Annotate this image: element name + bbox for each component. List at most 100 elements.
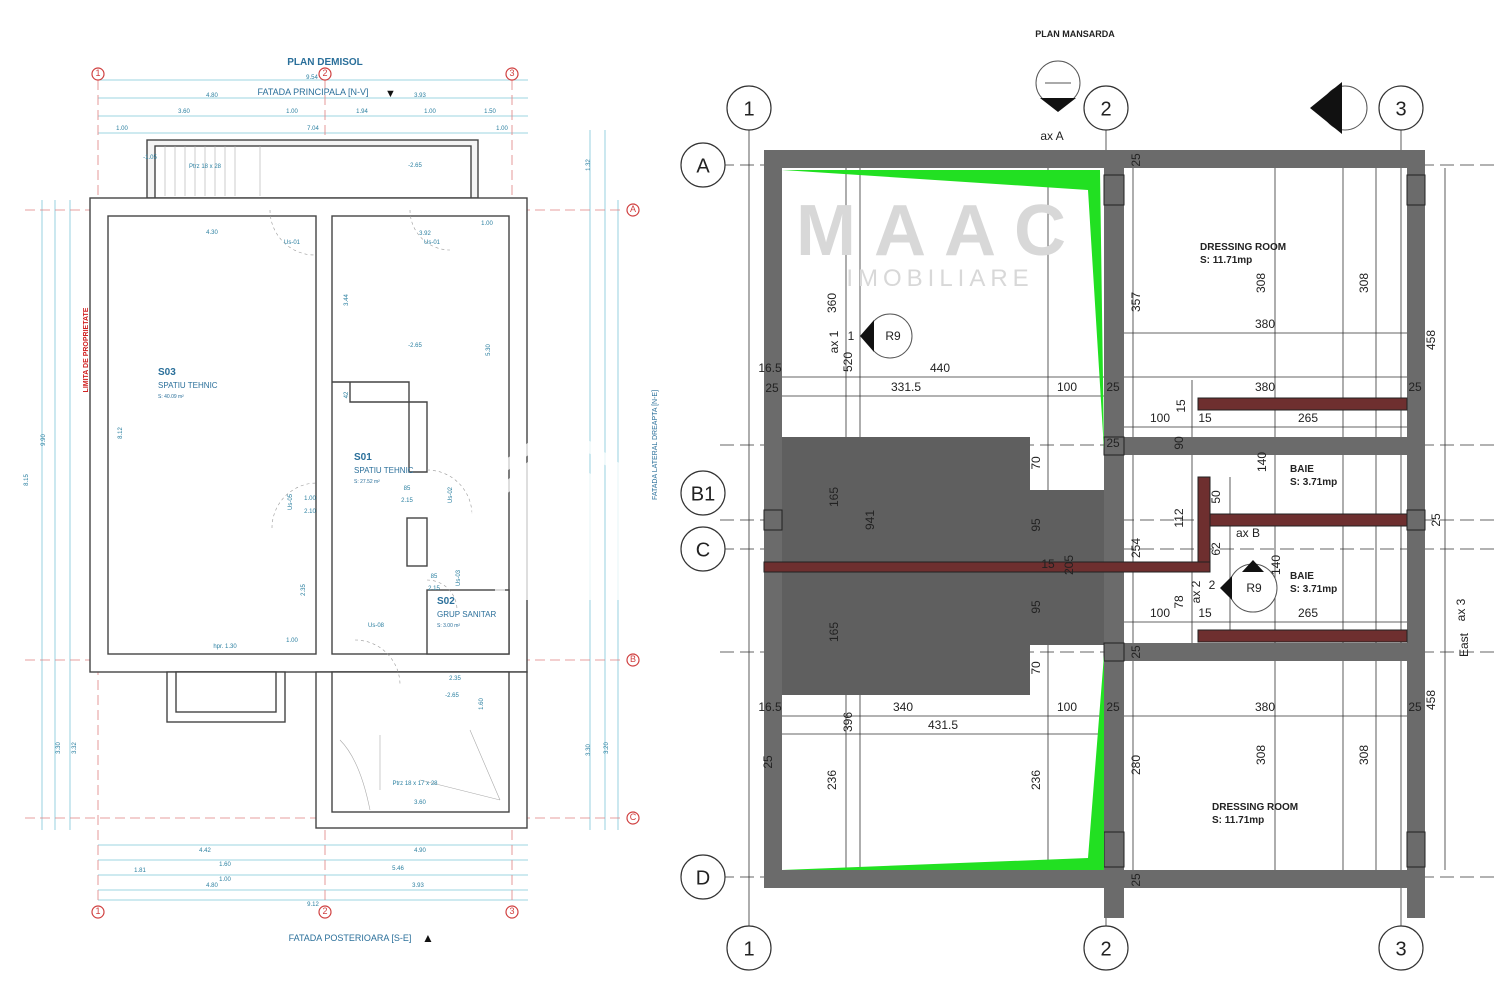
room-area: S: 11.71mp (1200, 255, 1252, 266)
dimension-label: 100 (1057, 700, 1077, 714)
axis-marker: 1 (726, 85, 772, 131)
facade-front-arrow: ▼ (385, 88, 396, 100)
dimension-label: 112 (1172, 508, 1186, 527)
dimension-label: 4.42 (199, 848, 211, 854)
dimension-label: 100 (1057, 380, 1077, 394)
dimension-label: 25 (1408, 380, 1422, 394)
axis-label: 2 (322, 68, 327, 78)
dimension-label: 85 (431, 574, 438, 580)
dimension-label: 4.80 (206, 883, 218, 889)
room-name: GRUP SANITAR (437, 610, 496, 619)
room-area: S: 3.00 m² (437, 623, 460, 629)
dimension-label: 8.15 (24, 474, 30, 486)
partition-walls (763, 397, 1408, 643)
dimension-label: 165 (827, 622, 841, 642)
dimension-label: 15 (1041, 557, 1055, 571)
dimension-label: 4.80 (206, 93, 218, 99)
dimension-label: 25 (761, 755, 775, 769)
axis-label: D (696, 868, 710, 890)
dimension-label: 205 (1062, 555, 1076, 575)
dimension-label: -2.65 (408, 343, 422, 349)
dimension-label: 2.35 (449, 676, 461, 682)
dimension-label: 458 (1424, 690, 1438, 710)
dimension-label: 380 (1255, 317, 1275, 331)
axis-marker: 1 (726, 925, 772, 971)
dimension-label: East (1457, 632, 1471, 657)
dimension-label: 308 (1357, 273, 1371, 293)
room-code: S01 (354, 452, 372, 463)
dimension-label: 1.94 (356, 109, 368, 115)
axis-marker: C (626, 811, 640, 825)
dimension-label: 380 (1255, 380, 1275, 394)
facade-front-label: FATADA PRINCIPALA [N-V] (257, 87, 368, 97)
dimension-label: 3.32 (72, 742, 78, 754)
dimension-label: 25 (1429, 513, 1443, 527)
room-name: DRESSING ROOM (1212, 802, 1298, 813)
dimension-label: 16.5 (758, 361, 782, 375)
axis-marker: A (626, 203, 640, 217)
dimension-label: 308 (1357, 745, 1371, 765)
dimension-label: 100 (1150, 411, 1170, 425)
dimension-label: 1.60 (219, 862, 231, 868)
property-limit-label: LIMITA DE PROPRIETATE (83, 307, 90, 392)
axis-label: 2 (1100, 939, 1111, 961)
dimension-label: 90 (1172, 436, 1186, 450)
axis-label: 1 (95, 906, 100, 916)
dimension-label: 16.5 (758, 700, 782, 714)
axis-label: 1 (743, 99, 754, 121)
dimension-label: 265 (1298, 606, 1318, 620)
room-baie-2: BAIE S: 3.71mp (1290, 571, 1337, 595)
dimension-label: 5.46 (392, 866, 404, 872)
dimension-label: 85 (404, 486, 411, 492)
dimension-label: 236 (1029, 770, 1043, 790)
dimension-label: 1.50 (484, 109, 496, 115)
plan-mansarda: PLAN MANSARDA (680, 29, 1499, 971)
section-marker-r9-mid (1220, 560, 1278, 613)
axis-label: 3 (1395, 99, 1406, 121)
dimension-label: Us-01 (284, 240, 301, 246)
axis-marker: D (680, 854, 726, 900)
axis-marker: B1 (680, 470, 726, 516)
dimension-label: 25 (1129, 873, 1143, 887)
dimension-label: 1.81 (134, 868, 146, 874)
room-area: S: 3.71mp (1290, 584, 1337, 595)
dimension-label: ax 2 (1189, 580, 1203, 603)
facade-side-label: FATADA LATERAL DREAPTA [N-E] (652, 390, 659, 500)
watermark-brand: MAAC (796, 191, 1084, 271)
room-s02: S02 GRUP SANITAR S: 3.00 m² (437, 596, 496, 629)
axis-label: C (696, 540, 710, 562)
left-plan-title: PLAN DEMISOL (287, 57, 363, 68)
axis-label: C (630, 812, 637, 822)
dimension-label: Us-03 (456, 569, 462, 586)
dimension-label: hpr. 1.30 (213, 644, 237, 650)
walls (89, 139, 528, 829)
dimension-label: 396 (841, 712, 855, 732)
dimension-label: 280 (1129, 755, 1143, 775)
dimension-label: -1.05 (143, 155, 157, 161)
section-arrow-icon (1310, 82, 1342, 134)
dimension-label: 70 (1029, 661, 1043, 675)
axis-label: 3 (509, 68, 514, 78)
dimension-label: 3.44 (344, 294, 350, 306)
dimension-label: 1.00 (481, 221, 493, 227)
dimension-label: R9 (1246, 581, 1262, 595)
dimension-label: 340 (893, 700, 913, 714)
section-arrow-icon (1220, 560, 1264, 600)
dimension-label: 265 (1298, 411, 1318, 425)
dimension-label: 140 (1255, 452, 1269, 472)
dimension-label: 941 (863, 510, 877, 530)
dimension-label: 1.00 (219, 877, 231, 883)
dimension-label: 1.00 (286, 638, 298, 644)
room-baie-1: BAIE S: 3.71mp (1290, 464, 1337, 488)
dimension-label: ax B (1236, 526, 1260, 540)
dimension-label: 520 (841, 352, 855, 372)
dimension-label: 140 (1269, 555, 1283, 575)
dimension-label: 9.54 (306, 75, 318, 81)
dimension-label: 440 (930, 361, 950, 375)
dimension-label: 25 (1106, 380, 1120, 394)
dimension-label: 357 (1129, 292, 1143, 312)
axis-label: 1 (743, 939, 754, 961)
